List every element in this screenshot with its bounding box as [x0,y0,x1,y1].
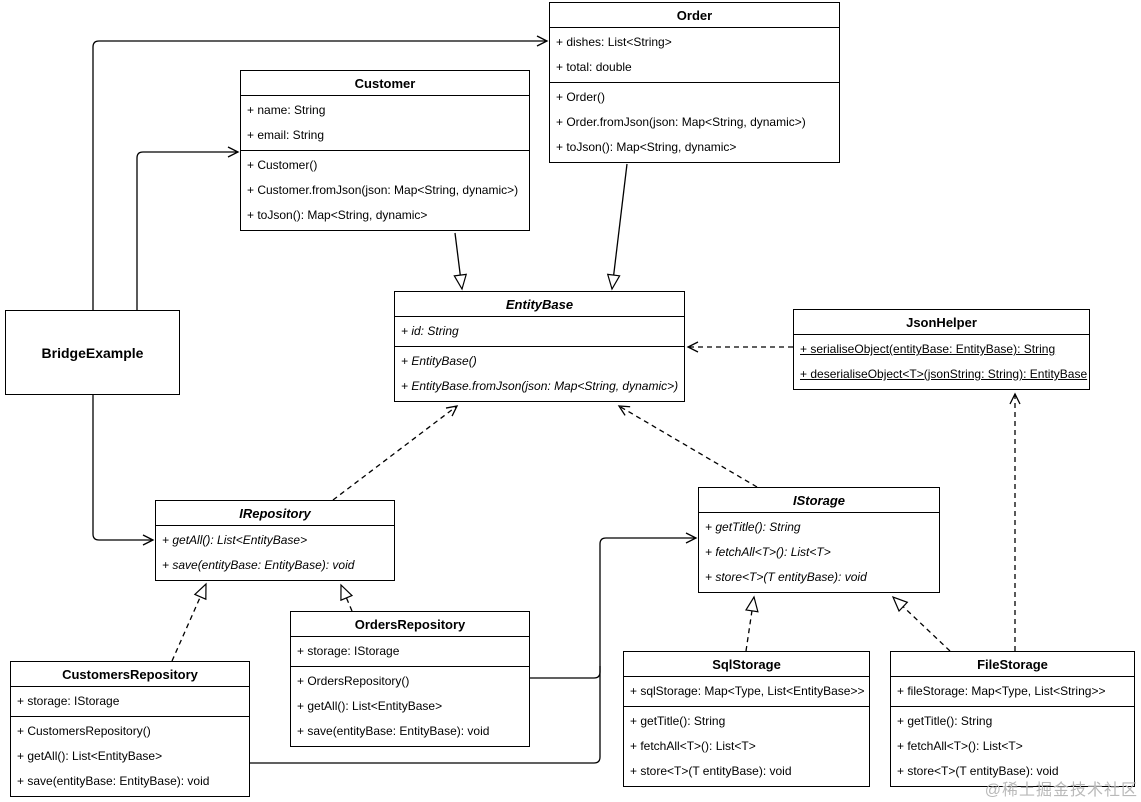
class-order[interactable]: Order + dishes: List<String> + total: do… [549,2,840,163]
class-order-method: + toJson(): Map<String, dynamic> [556,140,737,154]
class-filestorage-title: FileStorage [891,652,1134,677]
class-filestorage-attribute: + fileStorage: Map<Type, List<String>> [897,684,1106,698]
edge-customer-entitybase [453,232,468,291]
class-ordersrepository-method: + getAll(): List<EntityBase> [297,699,443,713]
class-entitybase-method: + EntityBase() [401,354,477,368]
edge-istorage-entitybase [617,405,758,488]
class-ordersrepository-method: + OrdersRepository() [297,674,410,688]
class-customer[interactable]: Customer + name: String + email: String … [240,70,530,231]
class-filestorage-method: + getTitle(): String [897,714,993,728]
edge-bridgeexample-customer [136,146,240,310]
class-ordersrepository-title: OrdersRepository [291,612,529,637]
edge-ordersrepository-istorage [530,666,601,679]
edge-filestorage-istorage [891,595,951,652]
class-filestorage[interactable]: FileStorage + fileStorage: Map<Type, Lis… [890,651,1135,787]
class-istorage-method: + store<T>(T entityBase): void [705,570,867,584]
class-jsonhelper-method: + serialiseObject(entityBase: EntityBase… [800,342,1056,356]
class-ordersrepository-method: + save(entityBase: EntityBase): void [297,724,490,738]
class-istorage[interactable]: IStorage + getTitle(): String + fetchAll… [698,487,940,593]
class-bridgeexample[interactable]: BridgeExample [5,310,180,395]
class-customer-attribute: + email: String [247,128,325,142]
class-sqlstorage-title: SqlStorage [624,652,869,677]
class-bridgeexample-title: BridgeExample [41,344,144,361]
watermark: @稀土掘金技术社区 [984,782,1138,799]
edge-irepository-entitybase [332,405,459,501]
class-customer-title: Customer [241,71,529,96]
class-order-attribute: + dishes: List<String> [556,35,672,49]
class-istorage-method: + fetchAll<T>(): List<T> [705,545,831,559]
class-sqlstorage-attribute: + sqlStorage: Map<Type, List<EntityBase>… [630,684,865,698]
class-order-method: + Order.fromJson(json: Map<String, dynam… [556,115,806,129]
class-istorage-method: + getTitle(): String [705,520,801,534]
class-irepository-method: + getAll(): List<EntityBase> [162,533,308,547]
edge-customersrepository-irepository [171,582,207,662]
class-order-method: + Order() [556,90,606,104]
class-customer-attribute: + name: String [247,103,326,117]
class-sqlstorage-method: + fetchAll<T>(): List<T> [630,739,756,753]
class-irepository-method: + save(entityBase: EntityBase): void [162,558,355,572]
class-customer-method: + Customer.fromJson(json: Map<String, dy… [247,183,519,197]
edge-order-entitybase [606,163,628,291]
class-customer-method: + toJson(): Map<String, dynamic> [247,208,428,222]
class-entitybase-attribute: + id: String [401,324,459,338]
class-ordersrepository-attribute: + storage: IStorage [297,644,400,658]
class-customersrepository-attribute: + storage: IStorage [17,694,120,708]
class-order-attribute: + total: double [556,60,632,74]
edge-ordersrepository-irepository [340,583,354,612]
class-entitybase[interactable]: EntityBase + id: String + EntityBase() +… [394,291,685,402]
edge-bridgeexample-irepository [92,395,155,546]
class-customersrepository[interactable]: CustomersRepository + storage: IStorage … [10,661,250,797]
class-entitybase-method: + EntityBase.fromJson(json: Map<String, … [401,379,679,393]
edge-sqlstorage-istorage [745,595,759,652]
class-filestorage-method: + store<T>(T entityBase): void [897,764,1059,778]
class-jsonhelper-title: JsonHelper [794,310,1089,335]
class-customersrepository-method: + getAll(): List<EntityBase> [17,749,163,763]
class-order-title: Order [550,3,839,28]
class-filestorage-method: + fetchAll<T>(): List<T> [897,739,1023,753]
class-customer-method: + Customer() [247,158,318,172]
class-customersrepository-title: CustomersRepository [11,662,249,687]
class-entitybase-title: EntityBase [395,292,684,317]
class-istorage-title: IStorage [699,488,939,513]
class-customersrepository-method: + CustomersRepository() [17,724,151,738]
class-jsonhelper-method: + deserialiseObject<T>(jsonString: Strin… [800,367,1088,381]
class-customersrepository-method: + save(entityBase: EntityBase): void [17,774,210,788]
class-jsonhelper[interactable]: JsonHelper + serialiseObject(entityBase:… [793,309,1090,390]
class-sqlstorage[interactable]: SqlStorage + sqlStorage: Map<Type, List<… [623,651,870,787]
edge-customersrepository-istorage [250,532,698,764]
class-ordersrepository[interactable]: OrdersRepository + storage: IStorage + O… [290,611,530,747]
class-irepository-title: IRepository [156,501,394,526]
class-sqlstorage-method: + store<T>(T entityBase): void [630,764,792,778]
class-irepository[interactable]: IRepository + getAll(): List<EntityBase>… [155,500,395,581]
edge-bridgeexample-order [92,35,549,310]
class-sqlstorage-method: + getTitle(): String [630,714,726,728]
